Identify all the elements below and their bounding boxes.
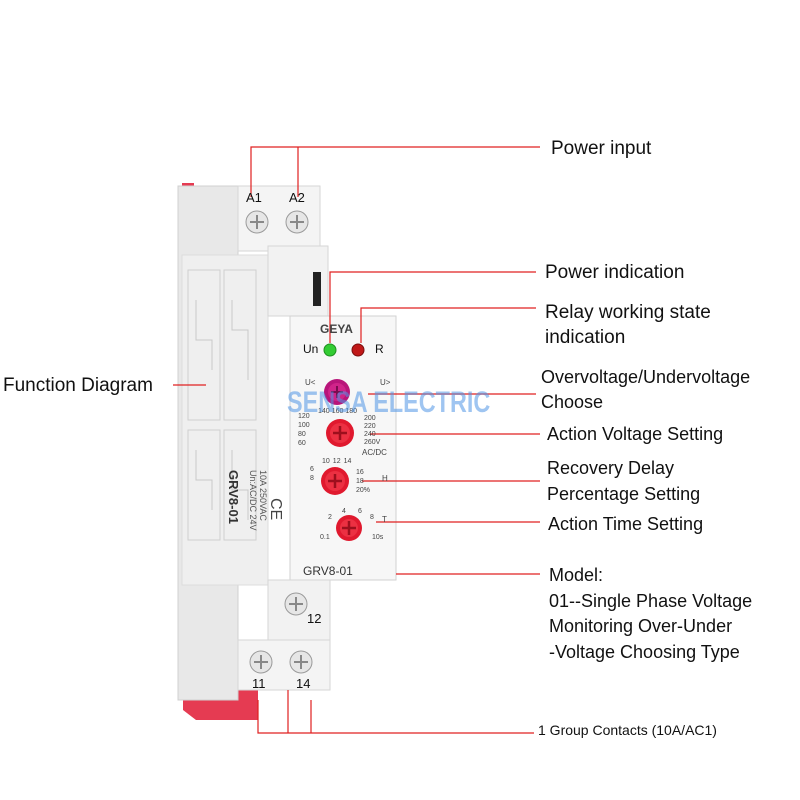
knob1-right-label: U> [380, 378, 391, 387]
ce-mark: CE [267, 498, 284, 521]
callout-action-time: Action Time Setting [548, 514, 704, 534]
terminal-12-label: 12 [307, 611, 322, 626]
callout-ov-uv-2: Choose [541, 392, 604, 412]
power-led [323, 343, 337, 357]
front-model-label: GRV8-01 [303, 564, 353, 578]
knob-recovery-delay [321, 467, 349, 495]
terminal-a2-label: A2 [289, 190, 305, 205]
callout-relay-state-2: indication [545, 327, 626, 348]
ac-dc-label: AC/DC [362, 448, 387, 457]
knob-action-voltage [326, 419, 354, 447]
knob-action-time [336, 515, 362, 541]
callout-recovery-1: Recovery Delay [547, 458, 675, 478]
knob3-h-label: H [382, 474, 388, 483]
callout-function-diagram: Function Diagram [3, 375, 153, 396]
callout-action-voltage: Action Voltage Setting [547, 424, 724, 444]
callout-ov-uv-1: Overvoltage/Undervoltage [541, 367, 751, 387]
callout-model-4: -Voltage Choosing Type [549, 642, 740, 662]
callout-model-3: Monitoring Over-Under [549, 616, 733, 636]
knob-ov-uv-select [324, 379, 350, 405]
callout-model-1: Model: [549, 565, 604, 585]
knob4-t-label: T [382, 515, 387, 524]
watermark-text: SENSA ELECTRIC [287, 386, 491, 419]
callout-recovery-2: Percentage Setting [547, 484, 701, 504]
side-spec-1: Un:AC/DC 24V [248, 470, 258, 531]
led-un-label: Un [303, 342, 319, 356]
screw-terminals [245, 210, 313, 674]
terminal-14-label: 14 [296, 676, 311, 691]
callout-model-2: 01--Single Phase Voltage [549, 591, 753, 611]
terminal-11-label: 11 [252, 676, 266, 691]
knob1-left-label: U< [305, 378, 316, 387]
callout-relay-state-1: Relay working state [545, 302, 711, 323]
brand-logo: GEYA [320, 322, 353, 336]
relay-led [351, 343, 365, 357]
callout-power-indication: Power indication [545, 262, 685, 283]
terminal-a1-label: A1 [246, 190, 262, 205]
led-r-label: R [375, 342, 384, 356]
side-model-label: GRV8-01 [226, 470, 241, 524]
callout-power-input: Power input [551, 138, 652, 159]
leader-lines [173, 146, 540, 734]
callout-contacts: 1 Group Contacts (10A/AC1) [538, 722, 717, 738]
